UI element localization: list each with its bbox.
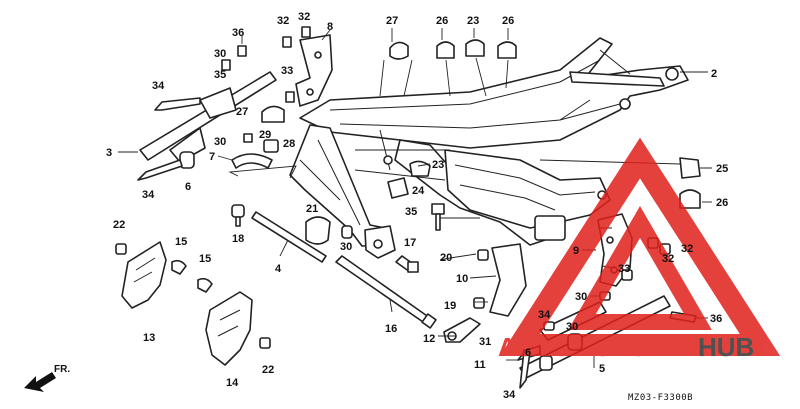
callout-label: 15 [199, 253, 211, 265]
callout-label: 32 [662, 253, 674, 265]
callout-label: 34 [142, 189, 155, 201]
callout-numbers: 27 26 23 26 32 32 8 36 30 35 33 34 27 29… [106, 11, 728, 401]
callout-label: 5 [599, 363, 605, 375]
callout-label: 6 [525, 347, 531, 359]
main-frame [289, 37, 689, 247]
callout-label: 31 [479, 336, 491, 348]
callout-label: 33 [281, 65, 293, 77]
callout-label: 34 [503, 389, 516, 401]
callout-label: 24 [412, 185, 425, 197]
callout-label: 27 [386, 15, 398, 27]
callout-label: 30 [575, 291, 587, 303]
callout-label: 14 [226, 377, 239, 389]
small-fasteners-left [115, 204, 271, 349]
callout-label: 22 [262, 364, 274, 376]
callout-label: 30 [566, 321, 578, 333]
callout-label: 11 [474, 359, 486, 371]
callout-label: 7 [209, 151, 215, 163]
callout-label: 22 [113, 219, 125, 231]
callout-label: 34 [538, 309, 551, 321]
callout-label: 18 [232, 233, 244, 245]
engine-mount-left [137, 26, 333, 181]
callout-label: 15 [175, 236, 187, 248]
callout-label: 35 [214, 69, 226, 81]
watermark-text-a: AUTOMOTO [498, 332, 649, 362]
callout-label: 26 [436, 15, 448, 27]
callout-label: 32 [277, 15, 289, 27]
callout-label: 30 [214, 48, 226, 60]
callout-label: 32 [681, 243, 693, 255]
callout-label: 21 [306, 203, 318, 215]
callout-label: 16 [385, 323, 397, 335]
callout-label: 32 [298, 11, 310, 23]
callout-label: 30 [340, 241, 352, 253]
callout-label: 9 [573, 245, 579, 257]
clamps-right [679, 157, 701, 209]
watermark-text-b: HUB [698, 332, 754, 362]
callout-label: 36 [710, 313, 722, 325]
callout-label: 27 [236, 106, 248, 118]
callout-label: 23 [467, 15, 479, 27]
diagram-code-caption: MZ03-F3300B [628, 393, 693, 403]
front-label: FR. [54, 364, 70, 375]
side-cover-14 [205, 291, 253, 366]
callout-label: 13 [143, 332, 155, 344]
callout-label: 26 [502, 15, 514, 27]
callout-label: 33 [618, 263, 630, 275]
callout-label: 2 [711, 68, 717, 80]
callout-label: 36 [232, 27, 244, 39]
callout-label: 25 [716, 163, 728, 175]
callout-label: 35 [405, 206, 417, 218]
callout-label: 20 [440, 252, 452, 264]
callout-label: 17 [404, 237, 416, 249]
callout-label: 19 [444, 300, 456, 312]
callout-label: 6 [185, 181, 191, 193]
front-arrow-icon: FR. [24, 364, 70, 392]
callout-label: 26 [716, 197, 728, 209]
callout-label: 28 [283, 138, 295, 150]
leader-lines [118, 28, 712, 368]
callout-label: 34 [152, 80, 165, 92]
callout-label: 30 [214, 136, 226, 148]
callout-label: 29 [259, 129, 271, 141]
watermark-logo: AUTOMOTO HUB [498, 137, 781, 362]
callout-label: 23 [432, 159, 444, 171]
lower-brackets-mid [395, 243, 527, 343]
callout-label: 3 [106, 147, 112, 159]
clamp-parts-top [389, 39, 517, 60]
long-bolts [251, 211, 437, 329]
callout-label: 10 [456, 273, 468, 285]
callout-label: 12 [423, 333, 435, 345]
callout-label: 8 [327, 21, 333, 33]
bolt-35 [431, 203, 445, 231]
callout-label: 4 [275, 263, 282, 275]
side-cover-13 [121, 241, 167, 309]
